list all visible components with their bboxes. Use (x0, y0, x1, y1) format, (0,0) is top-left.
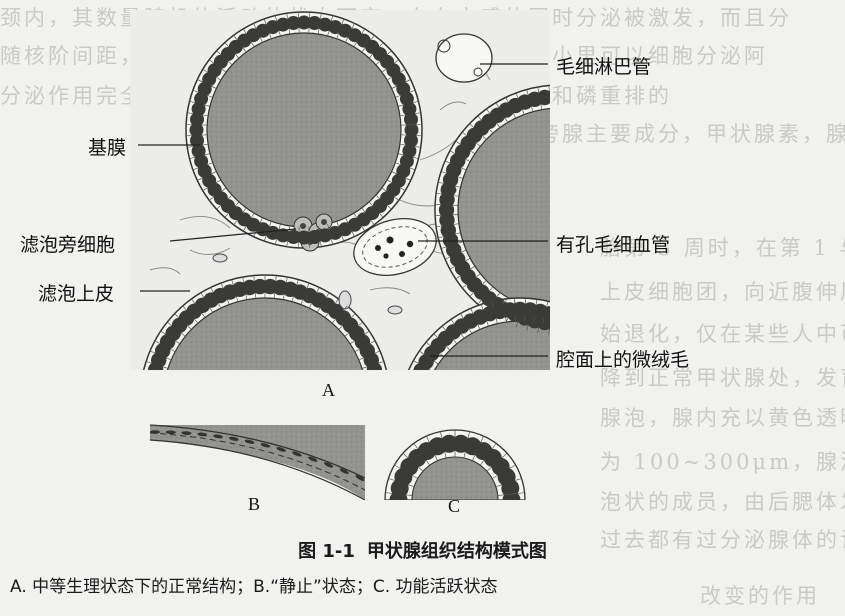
figure-number: 图 1-1 (298, 541, 355, 562)
label-fenestrated-capillary: 有孔毛细血管 (556, 230, 670, 257)
panel-letter-c: C (448, 496, 460, 517)
figure-caption: 图 1-1 甲状腺组织结构模式图 (0, 537, 845, 563)
label-capillary-lymph: 毛细淋巴管 (556, 52, 651, 79)
panel-b-drawing (150, 425, 365, 500)
panel-letter-a: A (322, 380, 335, 401)
figure-title: 甲状腺组织结构模式图 (367, 541, 547, 562)
label-basement-membrane: 基膜 (88, 133, 126, 160)
figure-subcaption: A. 中等生理状态下的正常结构；B.“静止”状态；C. 功能活跃状态 (10, 572, 498, 597)
label-follicular-epithelium: 滤泡上皮 (38, 279, 114, 306)
label-microvilli: 腔面上的微绒毛 (556, 345, 689, 372)
panel-letter-b: B (248, 494, 260, 515)
label-parafollicular-cell: 滤泡旁细胞 (20, 230, 115, 257)
